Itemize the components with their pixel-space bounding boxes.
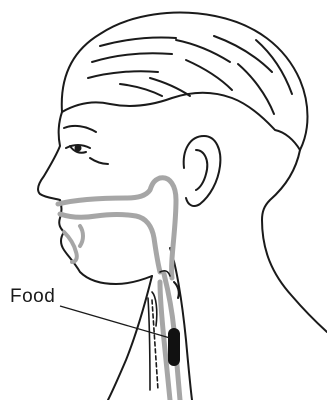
hair xyxy=(62,13,308,150)
digestive-passage xyxy=(58,178,180,400)
food-bolus xyxy=(168,328,180,366)
food-label: Food xyxy=(10,286,55,308)
eye xyxy=(64,126,108,164)
neck-outline xyxy=(108,220,327,400)
ear xyxy=(184,136,221,206)
